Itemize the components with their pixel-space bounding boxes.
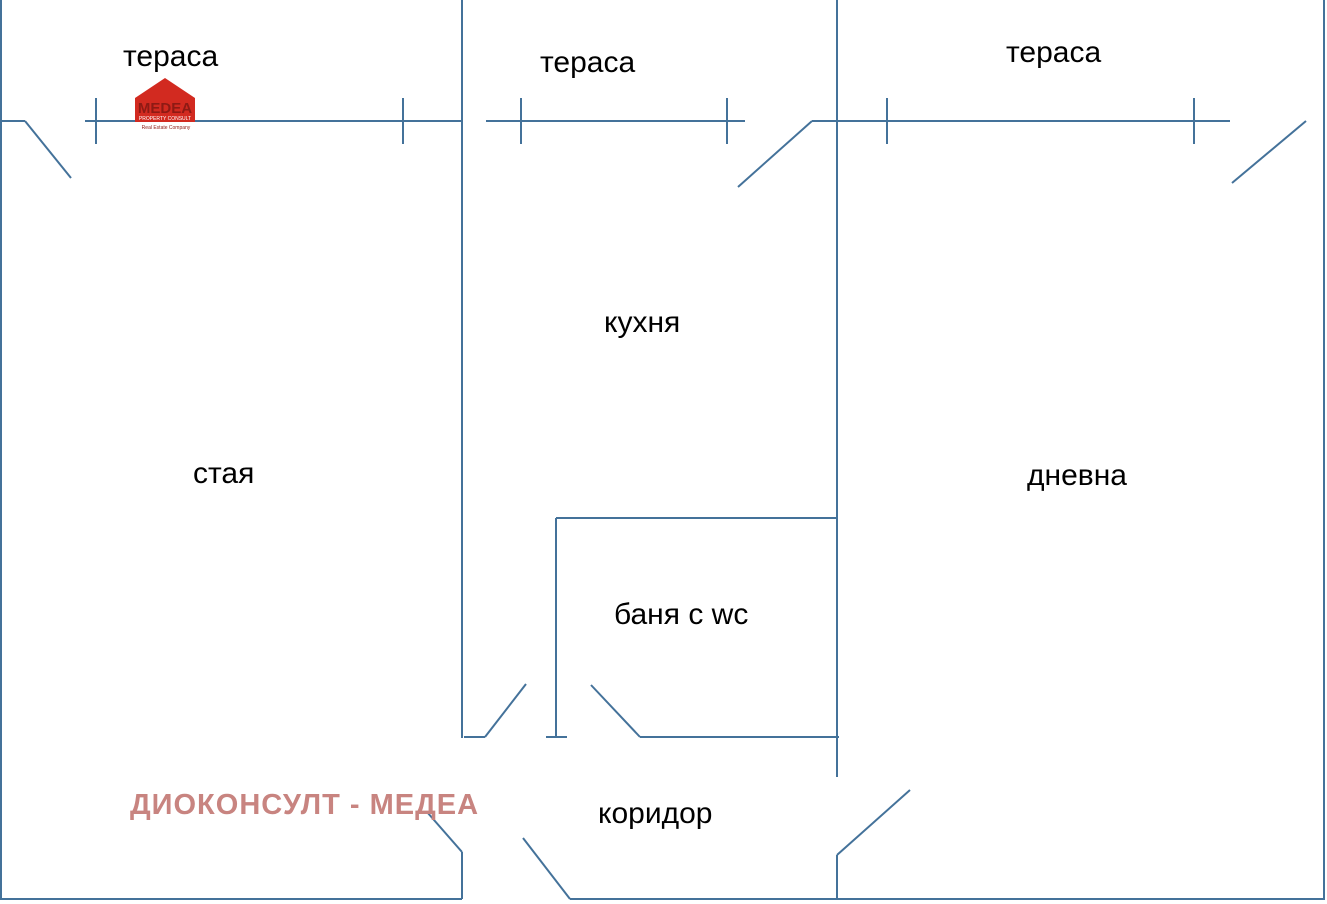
label-bathroom: баня с wc [614, 598, 748, 631]
label-kitchen: кухня [604, 306, 680, 339]
logo-name: MEDEA [138, 100, 192, 117]
watermark-text: ДИОКОНСУЛТ - МЕДЕА [130, 789, 479, 821]
logo-tagline: PROPERTY CONSULT [139, 116, 191, 122]
door-room-corridor [426, 811, 463, 853]
door-kitchen [484, 683, 527, 738]
house-roof-icon [135, 78, 195, 122]
door-living-terrace [1231, 120, 1307, 184]
logo-subtitle: Real Estate Company [142, 125, 191, 131]
label-living-room: дневна [1027, 459, 1127, 492]
door-kitchen-terrace [737, 120, 813, 188]
door-room-terrace [24, 120, 72, 179]
label-corridor: коридор [598, 797, 712, 830]
medea-logo: MEDEA PROPERTY CONSULT Real Estate Compa… [135, 78, 195, 131]
label-terrace-middle: тераса [540, 46, 635, 79]
label-terrace-left: тераса [123, 40, 218, 73]
label-terrace-right: тераса [1006, 36, 1101, 69]
door-living-corridor [836, 789, 911, 856]
door-bathroom [590, 684, 641, 738]
label-room: стая [193, 457, 254, 490]
door-entrance [522, 837, 571, 900]
